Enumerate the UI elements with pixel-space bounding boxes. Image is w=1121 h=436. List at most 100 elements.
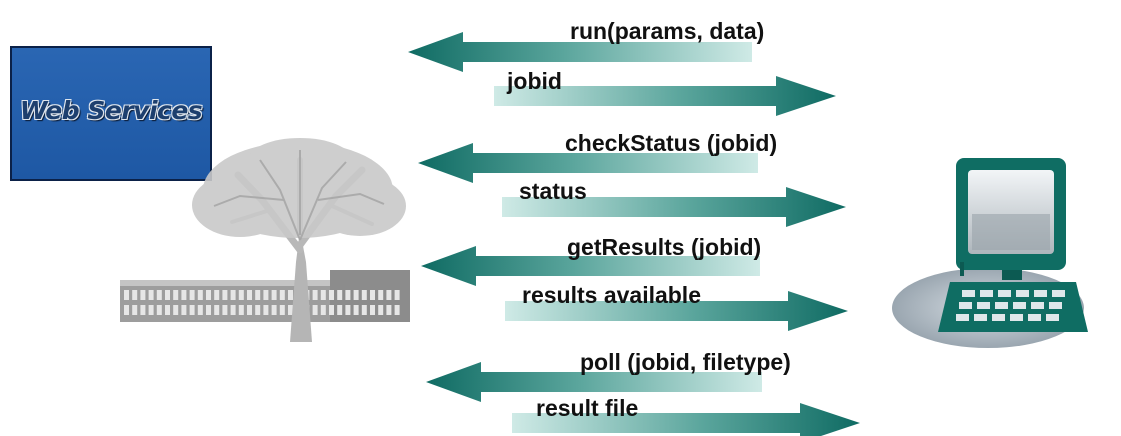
keyboard-key — [977, 302, 990, 309]
building-window — [353, 290, 359, 300]
building-window — [173, 305, 179, 315]
web-services-label: Web Services — [19, 96, 203, 125]
building-window — [140, 305, 146, 315]
building-window — [206, 290, 211, 300]
response-arrow-1 — [494, 76, 836, 116]
tree-and-building-icon — [120, 138, 410, 342]
building-window — [329, 290, 334, 300]
keyboard-key — [1034, 290, 1047, 297]
building-window — [370, 305, 375, 315]
building-window — [140, 290, 146, 300]
keyboard-key — [974, 314, 987, 321]
building-window — [222, 305, 228, 315]
message-1-request: run(params, data) — [570, 18, 765, 44]
building-window — [222, 290, 228, 300]
building-window — [124, 290, 129, 300]
request-arrow-3 — [421, 246, 760, 286]
keyboard-key — [959, 302, 972, 309]
building-window — [181, 305, 187, 315]
building-window — [214, 305, 220, 315]
building-window — [181, 290, 187, 300]
building-window — [165, 290, 170, 300]
request-arrow-1 — [408, 32, 752, 72]
building-window — [238, 290, 244, 300]
keyboard-key — [956, 314, 969, 321]
building-window — [156, 305, 162, 315]
building-window — [271, 290, 277, 300]
building-window — [189, 305, 195, 315]
message-4-request: poll (jobid, filetype) — [580, 349, 791, 375]
building-window — [197, 305, 203, 315]
building-window — [394, 290, 400, 300]
keyboard-key — [962, 290, 975, 297]
response-arrow-3 — [505, 291, 848, 331]
building-window — [238, 305, 244, 315]
building-window — [124, 305, 129, 315]
building-window — [263, 290, 269, 300]
message-3-response: results available — [522, 282, 701, 308]
building-window — [271, 305, 277, 315]
keyboard-key — [995, 302, 1008, 309]
building-window — [378, 290, 384, 300]
building-window — [345, 305, 351, 315]
keyboard-key — [998, 290, 1011, 297]
building-window — [165, 305, 170, 315]
building-window — [255, 290, 261, 300]
building-window — [247, 290, 252, 300]
building-window — [345, 290, 351, 300]
building-window — [156, 290, 162, 300]
keyboard-key — [1028, 314, 1041, 321]
response-arrow-4 — [512, 403, 860, 436]
building-window — [214, 290, 220, 300]
keyboard-key — [980, 290, 993, 297]
building-window — [386, 290, 392, 300]
building-window — [394, 305, 400, 315]
building-window — [353, 305, 359, 315]
building-window — [263, 305, 269, 315]
building-window — [386, 305, 392, 315]
building-window — [132, 305, 138, 315]
building-window — [189, 290, 195, 300]
message-4-response: result file — [536, 395, 639, 421]
keyboard-key — [1031, 302, 1044, 309]
building-window — [279, 305, 285, 315]
keyboard-key — [1046, 314, 1059, 321]
computer-icon — [892, 158, 1088, 348]
keyboard-key — [1013, 302, 1026, 309]
building-window — [329, 305, 334, 315]
building-window — [288, 305, 293, 315]
message-3-request: getResults (jobid) — [567, 234, 762, 260]
building-window — [378, 305, 384, 315]
building-window — [206, 305, 211, 315]
building-window — [197, 290, 203, 300]
keyboard-key — [1016, 290, 1029, 297]
response-arrow-2 — [502, 187, 846, 227]
request-arrow-4 — [426, 362, 762, 402]
building-window — [312, 305, 318, 315]
building-window — [370, 290, 375, 300]
building-window — [132, 290, 138, 300]
message-2-request: checkStatus (jobid) — [565, 130, 778, 156]
building-window — [173, 290, 179, 300]
building-window — [279, 290, 285, 300]
building-window — [361, 290, 367, 300]
request-arrow-2 — [418, 143, 758, 183]
building-window — [312, 290, 318, 300]
keyboard-key — [1049, 302, 1062, 309]
keyboard-key — [992, 314, 1005, 321]
building-window — [148, 290, 154, 300]
building-window — [337, 305, 343, 315]
building-window — [230, 305, 236, 315]
message-2-response: status — [519, 178, 587, 204]
message-1-response: jobid — [507, 68, 562, 94]
building-window — [361, 305, 367, 315]
building-window — [148, 305, 154, 315]
building-window — [288, 290, 293, 300]
building-window — [320, 305, 326, 315]
keyboard-key — [1052, 290, 1065, 297]
building-window — [255, 305, 261, 315]
web-services-box: Web Services — [10, 46, 212, 181]
building-window — [337, 290, 343, 300]
building-window — [230, 290, 236, 300]
